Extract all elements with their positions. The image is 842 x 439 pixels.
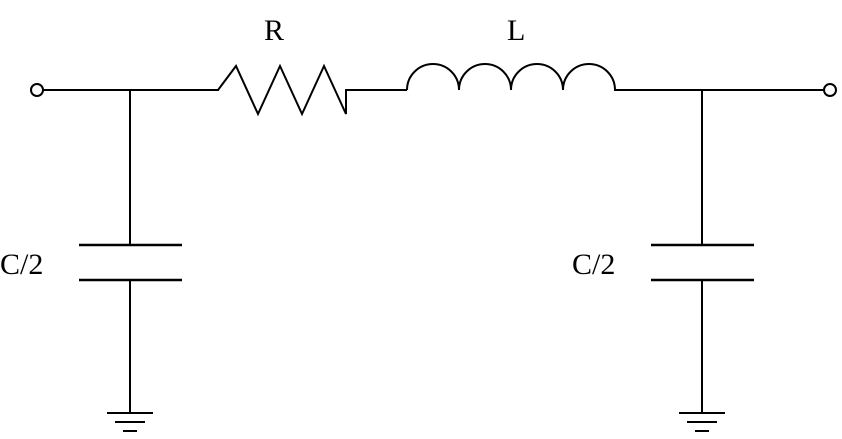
left-capacitor-label: C/2 (0, 248, 43, 281)
inductor-symbol (406, 63, 616, 91)
right-ground-icon (679, 412, 725, 432)
inductor-label: L (507, 14, 525, 47)
output-terminal[interactable] (823, 83, 837, 97)
resistor-label: R (264, 14, 284, 47)
input-terminal[interactable] (30, 83, 44, 97)
left-ground-icon (107, 412, 153, 432)
right-capacitor-label: C/2 (572, 248, 615, 281)
resistor-symbol (217, 63, 407, 117)
